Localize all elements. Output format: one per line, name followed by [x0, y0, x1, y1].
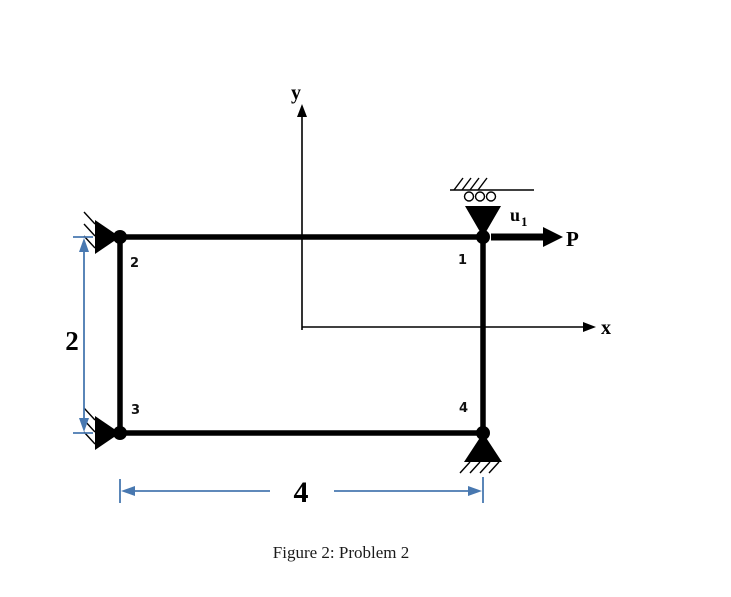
- dimension-arrow-left-icon: [121, 486, 135, 496]
- pin-hatch: [83, 407, 96, 421]
- pin-hatch: [469, 461, 481, 474]
- width-dimension-label: 4: [294, 476, 309, 509]
- roller-wheel-icon: [474, 191, 486, 202]
- dimension-arrow-right-icon: [468, 486, 482, 496]
- node-1-label: 1: [458, 253, 467, 268]
- node-4-label: 4: [459, 401, 468, 416]
- pin-hatch: [83, 431, 96, 445]
- x-axis-label: x: [601, 317, 611, 339]
- roller-hatch: [477, 177, 488, 191]
- y-axis-arrow-icon: [297, 104, 307, 117]
- roller-hatch: [469, 177, 480, 191]
- pin-triangle: [95, 416, 120, 450]
- roller-hatch: [453, 177, 464, 191]
- width-dimension: 4: [119, 476, 484, 509]
- pin-triangle: [95, 220, 120, 254]
- force-arrow-head-icon: [543, 227, 563, 247]
- dimension-arrow-down-icon: [79, 418, 89, 432]
- height-dimension: 2: [65, 236, 93, 434]
- roller-wheel-icon: [463, 191, 475, 202]
- x-axis-arrow-icon: [583, 322, 596, 332]
- node-3-label: 3: [131, 403, 140, 418]
- roller-wheel-icon: [485, 191, 497, 202]
- displacement-label-subscript: 1: [521, 214, 528, 229]
- y-axis-label: y: [291, 82, 301, 104]
- pin-hatch: [488, 461, 500, 474]
- force-label: P: [566, 227, 579, 251]
- coordinate-axes: y x: [291, 82, 611, 339]
- pin-hatch: [459, 461, 471, 474]
- pin-triangle: [464, 433, 502, 462]
- dimension-arrow-up-icon: [79, 238, 89, 252]
- roller-support-node1-icon: [450, 177, 534, 237]
- pin-support-node2-icon: [83, 211, 120, 254]
- figure-caption: Figure 2: Problem 2: [273, 543, 409, 562]
- load-annotations: P u 1: [491, 205, 579, 251]
- displacement-label-base: u: [510, 205, 520, 225]
- roller-hatch: [461, 177, 472, 191]
- pin-hatch: [479, 461, 491, 474]
- pin-hatch: [83, 211, 96, 225]
- pin-hatch: [83, 235, 96, 249]
- pin-hatch: [83, 223, 96, 237]
- node-2-label: 2: [130, 256, 139, 271]
- roller-triangle: [465, 206, 501, 237]
- height-dimension-label: 2: [65, 326, 79, 356]
- pin-support-node4-icon: [459, 433, 502, 474]
